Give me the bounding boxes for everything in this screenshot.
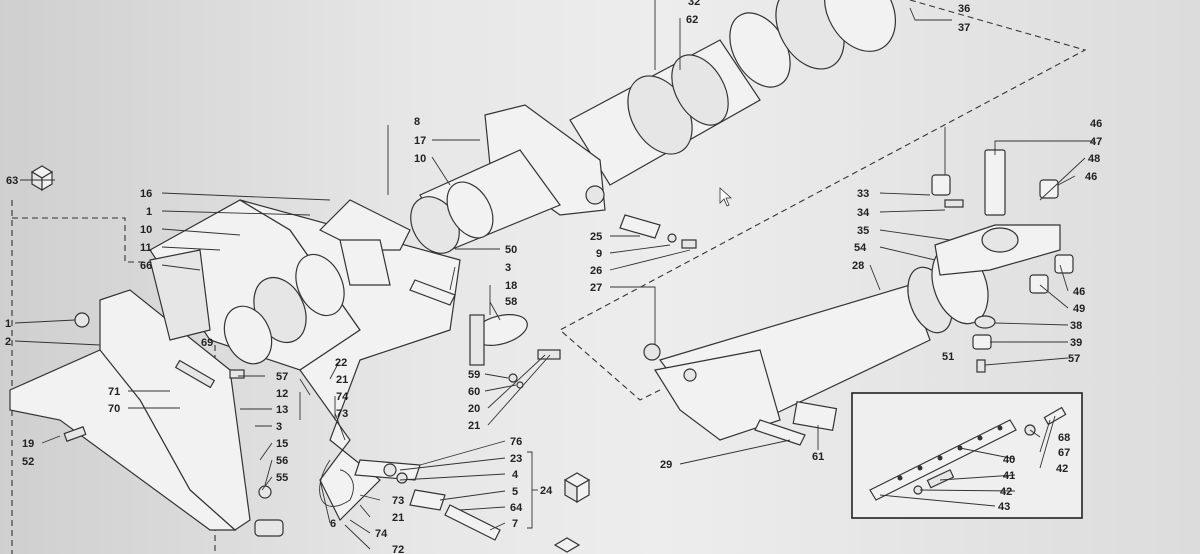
label-3-upper: 3 [505,262,511,274]
label-36: 36 [958,3,970,15]
label-63: 63 [6,175,18,187]
label-21-lower: 21 [392,512,404,524]
label-73-lower: 73 [392,495,404,507]
label-58: 58 [505,296,517,308]
upper-shaft-assembly [410,0,896,254]
label-48: 48 [1088,153,1100,165]
label-20: 20 [468,403,480,415]
label-19: 19 [22,438,34,450]
label-9: 9 [596,248,602,260]
label-49: 49 [1073,303,1085,315]
label-72: 72 [392,544,404,554]
part-number-labels: 32 62 36 37 8 17 10 63 16 1 10 11 66 50 … [5,0,1102,554]
inset-detail-box [851,392,1083,519]
label-61: 61 [812,451,824,463]
label-70: 70 [108,403,120,415]
dashed-boundary-right [559,0,1087,401]
label-46-top: 46 [1090,118,1102,130]
box-icon-bottom [553,537,581,553]
label-24: 24 [540,485,553,497]
label-21-left: 21 [336,374,348,386]
clamp-and-bolts [409,279,561,389]
label-2: 2 [5,336,11,348]
label-76: 76 [510,436,522,448]
label-27: 27 [590,282,602,294]
label-42-lower: 42 [1000,486,1012,498]
label-28: 28 [852,260,864,272]
label-37: 37 [958,22,970,34]
label-16: 16 [140,188,152,200]
label-60: 60 [468,386,480,398]
label-21-mid: 21 [468,420,480,432]
label-43: 43 [998,501,1010,513]
label-10-left: 10 [140,224,152,236]
label-69: 69 [201,337,213,349]
label-34: 34 [857,207,870,219]
mouse-cursor-icon [719,187,733,207]
label-35: 35 [857,225,869,237]
label-42-right: 42 [1056,463,1068,475]
label-54: 54 [854,242,867,254]
label-64: 64 [510,502,523,514]
leader-lines [14,0,1095,550]
label-55: 55 [276,472,288,484]
label-15: 15 [276,438,288,450]
label-41: 41 [1003,470,1015,482]
label-59: 59 [468,369,480,381]
label-66: 66 [140,260,152,272]
label-13: 13 [276,404,288,416]
label-46-second: 46 [1085,171,1097,183]
label-67: 67 [1058,447,1070,459]
label-71: 71 [108,386,120,398]
label-1-upper: 1 [146,206,152,218]
label-33: 33 [857,188,869,200]
label-12: 12 [276,388,288,400]
label-6: 6 [330,518,336,530]
label-18: 18 [505,280,517,292]
label-32: 32 [688,0,700,8]
label-50: 50 [505,244,517,256]
label-74-left: 74 [336,391,349,403]
label-52: 52 [22,456,34,468]
label-29: 29 [660,459,672,471]
label-40: 40 [1003,454,1015,466]
label-25: 25 [590,231,602,243]
label-73-left: 73 [336,408,348,420]
label-26: 26 [590,265,602,277]
label-56: 56 [276,455,288,467]
left-frame-assembly [9,199,461,537]
label-1-lower: 1 [5,318,11,330]
label-10-top: 10 [414,153,426,165]
label-51: 51 [942,351,954,363]
label-74-lower: 74 [375,528,388,540]
label-62: 62 [686,14,698,26]
label-4: 4 [512,469,519,481]
label-47: 47 [1090,136,1102,148]
pin-25 [619,214,697,249]
label-22: 22 [335,357,347,369]
label-3-lower: 3 [276,421,282,433]
label-57-right: 57 [1068,353,1080,365]
right-cylinder-assembly [643,245,989,446]
label-5: 5 [512,486,518,498]
label-46-third: 46 [1073,286,1085,298]
label-57-left: 57 [276,371,288,383]
label-17: 17 [414,135,426,147]
label-11: 11 [140,242,152,254]
box-icon-24 [563,472,591,504]
box-icon-63 [30,165,54,192]
label-38: 38 [1070,320,1082,332]
label-68: 68 [1058,432,1070,444]
label-39: 39 [1070,337,1082,349]
label-8: 8 [414,116,420,128]
lower-pins-and-hook [319,459,501,541]
label-23: 23 [510,453,522,465]
right-small-parts [931,149,1074,373]
label-7: 7 [512,518,518,530]
